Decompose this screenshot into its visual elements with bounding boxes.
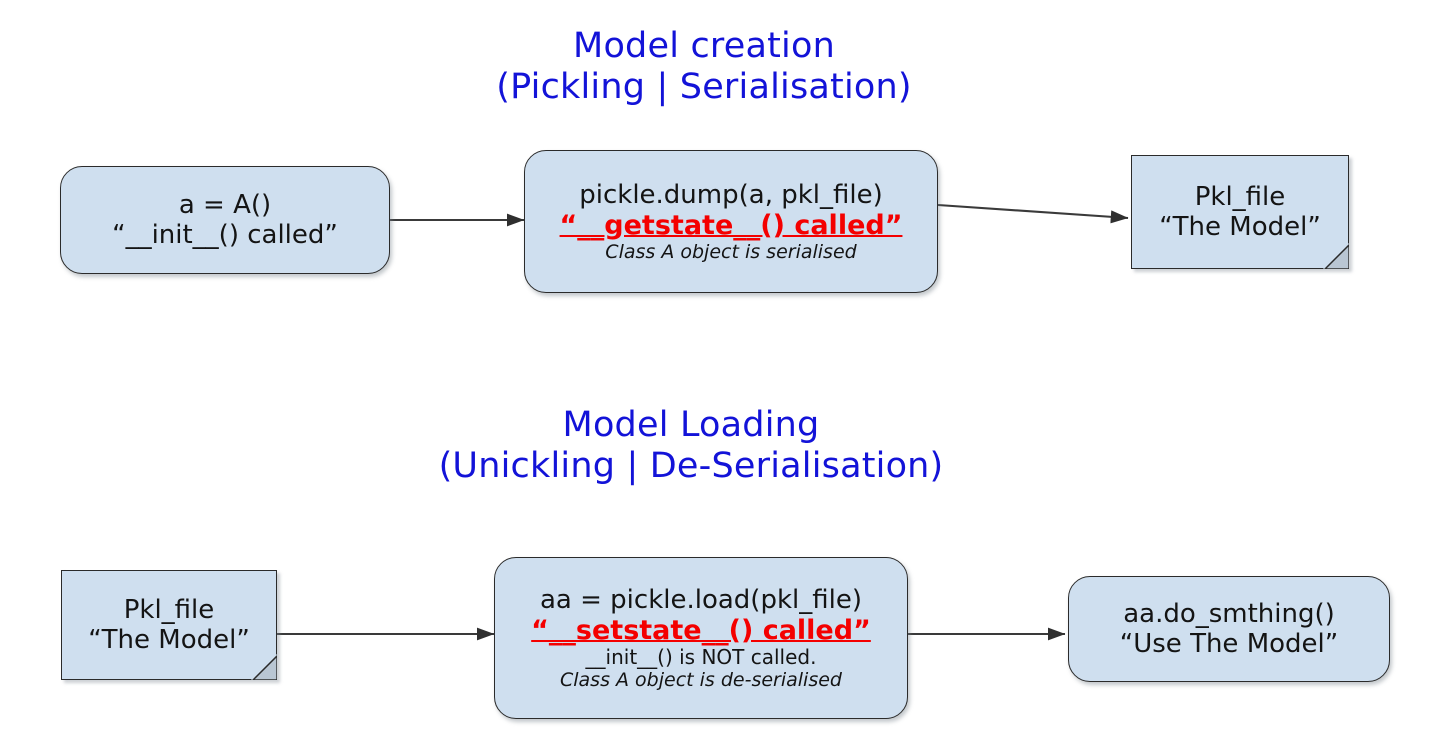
node-pickle-load[interactable]: aa = pickle.load(pkl_file) “__setstate__… [494, 557, 908, 719]
node-pickle-load-line1: aa = pickle.load(pkl_file) [540, 584, 862, 615]
node-use-model-line1: aa.do_smthing() [1123, 598, 1335, 629]
model-loading-title: Model Loading (Unickling | De-Serialisat… [0, 405, 1432, 488]
node-pkl-file-input-line2: “The Model” [88, 625, 250, 655]
model-creation-title-line1: Model creation [573, 26, 835, 66]
node-use-model-line2: “Use The Model” [1119, 629, 1339, 659]
node-model-init[interactable]: a = A() “__init__() called” [60, 166, 390, 274]
node-pkl-file-output-line2: “The Model” [1159, 212, 1321, 242]
page-fold-icon [1323, 243, 1349, 269]
node-pickle-dump[interactable]: pickle.dump(a, pkl_file) “__getstate__()… [524, 150, 938, 293]
node-model-init-line1: a = A() [178, 189, 272, 220]
page-fold-icon [251, 654, 277, 680]
node-pickle-dump-line1: pickle.dump(a, pkl_file) [579, 179, 883, 210]
node-pickle-load-setstate: “__setstate__() called” [531, 614, 871, 646]
node-pickle-load-note1: __init__() is NOT called. [585, 645, 817, 670]
node-use-model[interactable]: aa.do_smthing() “Use The Model” [1068, 576, 1390, 682]
node-model-init-line2: “__init__() called” [112, 220, 338, 250]
node-pkl-file-output[interactable]: Pkl_file “The Model” [1131, 155, 1349, 269]
node-pkl-file-output-line1: Pkl_file [1194, 181, 1286, 212]
model-creation-title: Model creation (Pickling | Serialisation… [0, 26, 1432, 109]
node-pkl-file-input[interactable]: Pkl_file “The Model” [61, 570, 277, 680]
model-loading-title-line1: Model Loading [562, 405, 820, 445]
node-pickle-dump-getstate: “__getstate__() called” [559, 209, 903, 241]
node-pickle-dump-note: Class A object is serialised [605, 241, 857, 264]
node-pkl-file-input-line1: Pkl_file [123, 594, 215, 625]
model-loading-title-line2: (Unickling | De-Serialisation) [438, 446, 944, 487]
model-creation-title-line2: (Pickling | Serialisation) [496, 67, 912, 108]
node-pickle-load-note2: Class A object is de-serialised [559, 669, 842, 692]
top-arrow-2 [937, 203, 1129, 224]
